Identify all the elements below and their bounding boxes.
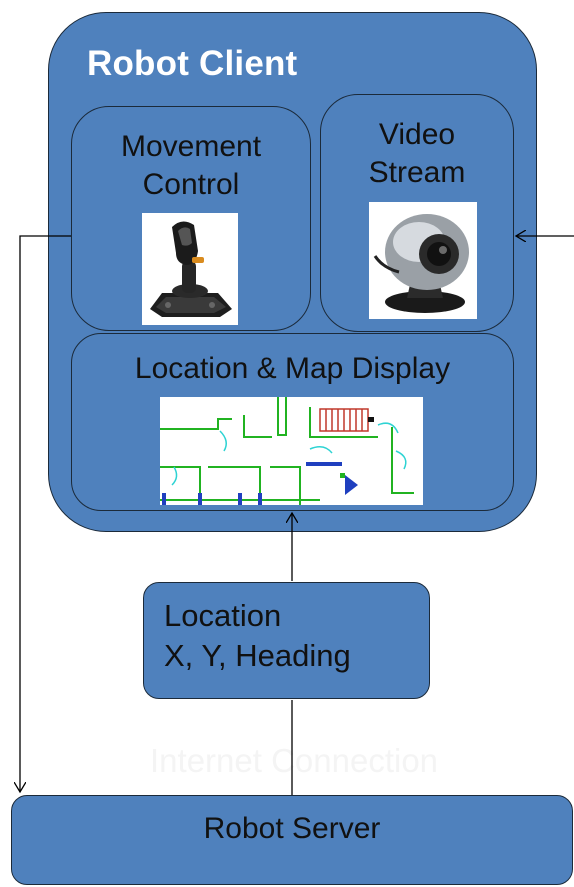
location-data-box [143,582,430,699]
video-stream-line1: Video [378,118,456,151]
location-data-line2: X, Y, Heading [164,638,351,673]
robot-client-title: Robot Client [87,44,298,83]
robot-server-box [11,795,573,885]
movement-control-line1: Movement [120,130,262,163]
location-data-line1: Location [164,598,282,633]
joystick-image [142,213,238,325]
video-stream-line2: Stream [368,156,466,189]
webcam-image [369,202,477,319]
robot-server-label: Robot Server [203,812,381,845]
movement-control-line2: Control [142,168,240,201]
video-stream-label: Video Stream [320,116,514,192]
internet-connection-label: Internet Connection [150,742,439,779]
floor-map-image [160,397,423,505]
movement-control-label: Movement Control [71,128,311,204]
location-map-display-label: Location & Map Display [134,352,451,385]
movement-to-server-arrow [20,235,71,792]
